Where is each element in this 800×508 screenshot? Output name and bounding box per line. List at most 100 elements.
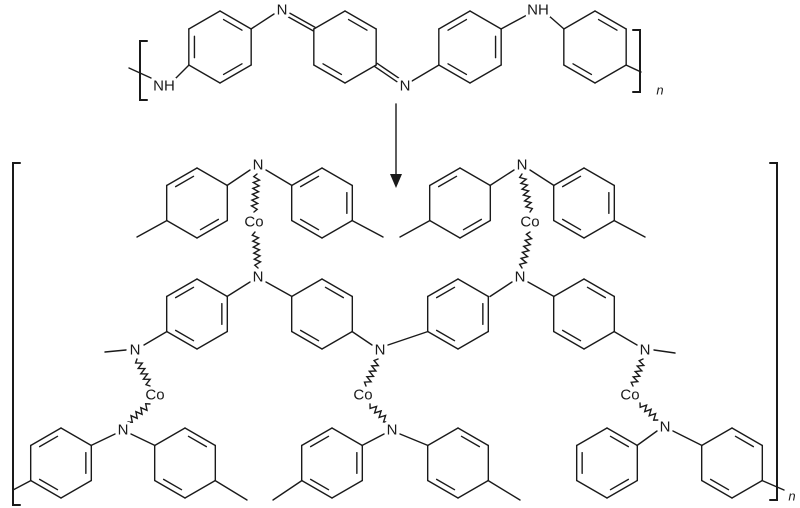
ring-double-bond (299, 329, 320, 342)
ring-double-bond (299, 218, 320, 231)
ring-bond (606, 427, 639, 447)
cobalt-atom: Co (520, 214, 539, 231)
nitrogen-atom: N (130, 342, 141, 359)
imine-n: N (277, 2, 288, 19)
ring-bond (469, 10, 502, 30)
ring-bond (321, 167, 354, 187)
bond (489, 281, 513, 298)
ring-bond (426, 330, 459, 350)
ring-bond (563, 64, 596, 84)
nitrogen-atom: N (640, 342, 651, 359)
ring-bond (594, 10, 627, 30)
bonds (12, 10, 785, 506)
ring-bond (459, 167, 492, 187)
ring-bond (606, 479, 639, 499)
ring-bond (700, 427, 733, 447)
bond (547, 14, 565, 30)
double-bond (289, 12, 316, 28)
bond (250, 13, 275, 30)
ring-bond (331, 479, 364, 499)
ring-double-bond (586, 286, 607, 299)
ring-double-bond (460, 435, 481, 448)
ring-double-bond (38, 435, 59, 448)
ring-bond (60, 479, 93, 499)
double-bond (374, 65, 398, 83)
ring-bond (438, 10, 471, 30)
ring-bond (290, 219, 323, 239)
ring-double-bond (199, 218, 220, 231)
ring-double-bond (572, 63, 593, 76)
double-bond (287, 16, 314, 32)
ring-double-bond (609, 478, 630, 491)
nitrogen-atom: N (517, 157, 528, 174)
ring-bond (457, 427, 490, 447)
ring-double-bond (561, 218, 582, 231)
bond (653, 349, 676, 354)
bond (351, 330, 373, 346)
left-bracket-bottom (12, 162, 21, 506)
ring-bond (552, 167, 585, 187)
right-bracket-top (632, 29, 641, 93)
ring-bond (219, 64, 252, 84)
ring-double-bond (709, 478, 730, 491)
ring-double-bond (462, 218, 483, 231)
ring-bond (196, 167, 229, 187)
ring-bond (290, 330, 323, 350)
ring-bond (60, 427, 93, 447)
nitrogen-atom: N (253, 269, 264, 286)
ring-double-bond (322, 63, 343, 76)
bond (411, 64, 440, 82)
bond (613, 219, 646, 238)
ring-bond (321, 278, 354, 298)
ring-double-bond (447, 63, 468, 76)
ring-bond (313, 64, 346, 84)
ring-bond (575, 479, 608, 499)
coordination-bond (630, 358, 646, 387)
bond (351, 219, 384, 238)
ring-double-bond (437, 175, 458, 188)
ring-bond (563, 10, 596, 30)
ring-double-bond (299, 175, 320, 188)
ring-bond (469, 64, 502, 84)
ring-double-bond (222, 63, 243, 76)
ring-bond (428, 167, 461, 187)
ring-double-bond (174, 175, 195, 188)
nitrogen-atom: N (515, 269, 526, 286)
ring-bond (153, 479, 186, 499)
ring-bond (184, 427, 217, 447)
amine-nh: NH (153, 78, 175, 95)
ring-double-bond (435, 478, 456, 491)
ring-bond (313, 10, 346, 30)
cobalt-atom: Co (145, 387, 164, 404)
coordination-bond (134, 358, 152, 387)
bond (672, 430, 703, 447)
ring-double-bond (734, 435, 755, 448)
repeat-n: n (656, 83, 663, 98)
bond (489, 169, 515, 187)
ring-bond (165, 278, 198, 298)
bond (226, 169, 251, 187)
bond (529, 169, 555, 187)
ring-bond (165, 167, 198, 187)
ring-bond (428, 219, 461, 239)
ring-bond (344, 64, 377, 84)
bond (214, 479, 248, 501)
cobalt-atom: Co (620, 387, 639, 404)
ring-double-bond (174, 329, 195, 342)
ring-double-bond (561, 175, 582, 188)
ring-double-bond (347, 18, 368, 31)
ring-double-bond (38, 478, 59, 491)
ring-bond (184, 479, 217, 499)
nitrogen-atom: N (375, 342, 386, 359)
ring-bond (426, 479, 459, 499)
ring-bond (165, 219, 198, 239)
bond (625, 64, 642, 73)
bond (613, 330, 638, 346)
bond (265, 169, 293, 187)
bond (399, 219, 431, 238)
ring-double-bond (435, 286, 456, 299)
bond (487, 479, 521, 501)
nitrogen-atom: N (253, 157, 264, 174)
bond (130, 433, 156, 447)
